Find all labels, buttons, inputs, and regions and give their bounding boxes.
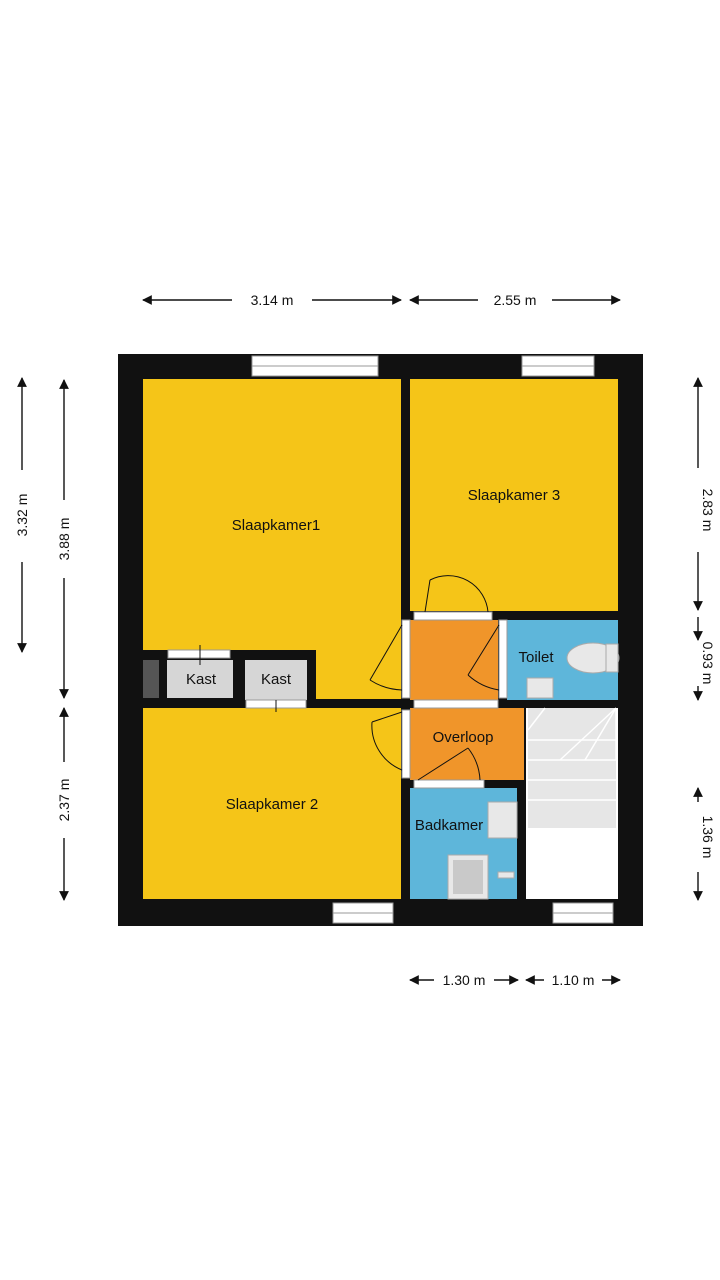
closet-right: [245, 660, 307, 700]
closet-left: [167, 660, 233, 698]
staircase: [527, 707, 617, 828]
dim-bottom-left: 1.30 m: [443, 972, 486, 988]
label-kast-right: Kast: [261, 671, 292, 688]
dim-right-lower: 1.36 m: [700, 816, 716, 859]
room-slaapkamer3: [410, 379, 618, 611]
door-swings: [199, 575, 500, 781]
label-slaapkamer3: Slaapkamer 3: [468, 487, 561, 504]
closet-niche: [143, 660, 159, 698]
label-kast-left: Kast: [186, 671, 217, 688]
room-slaapkamer2: [143, 708, 401, 899]
label-slaapkamer1: Slaapkamer1: [232, 517, 320, 534]
dim-top-right: 2.55 m: [494, 292, 537, 308]
room-slaapkamer1: [143, 379, 401, 699]
label-toilet: Toilet: [518, 649, 554, 666]
dim-left-lower: 2.37 m: [56, 779, 72, 822]
toilet-fixture: [526, 642, 620, 699]
dimension-lines: [17, 295, 703, 985]
dim-left-upper: 3.88 m: [56, 518, 72, 561]
label-overloop: Overloop: [433, 729, 494, 746]
label-badkamer: Badkamer: [415, 817, 483, 834]
dim-left-outer: 3.32 m: [14, 494, 30, 537]
dim-right-upper: 2.83 m: [700, 489, 716, 532]
dim-bottom-right: 1.10 m: [552, 972, 595, 988]
room-overloop: [410, 708, 524, 780]
bathroom-fixtures: [447, 801, 518, 900]
label-slaapkamer2: Slaapkamer 2: [226, 796, 319, 813]
room-overloop-upper: [410, 620, 498, 700]
dim-right-middle: 0.93 m: [700, 642, 716, 685]
dim-top-left: 3.14 m: [251, 292, 294, 308]
windows: [167, 355, 614, 924]
